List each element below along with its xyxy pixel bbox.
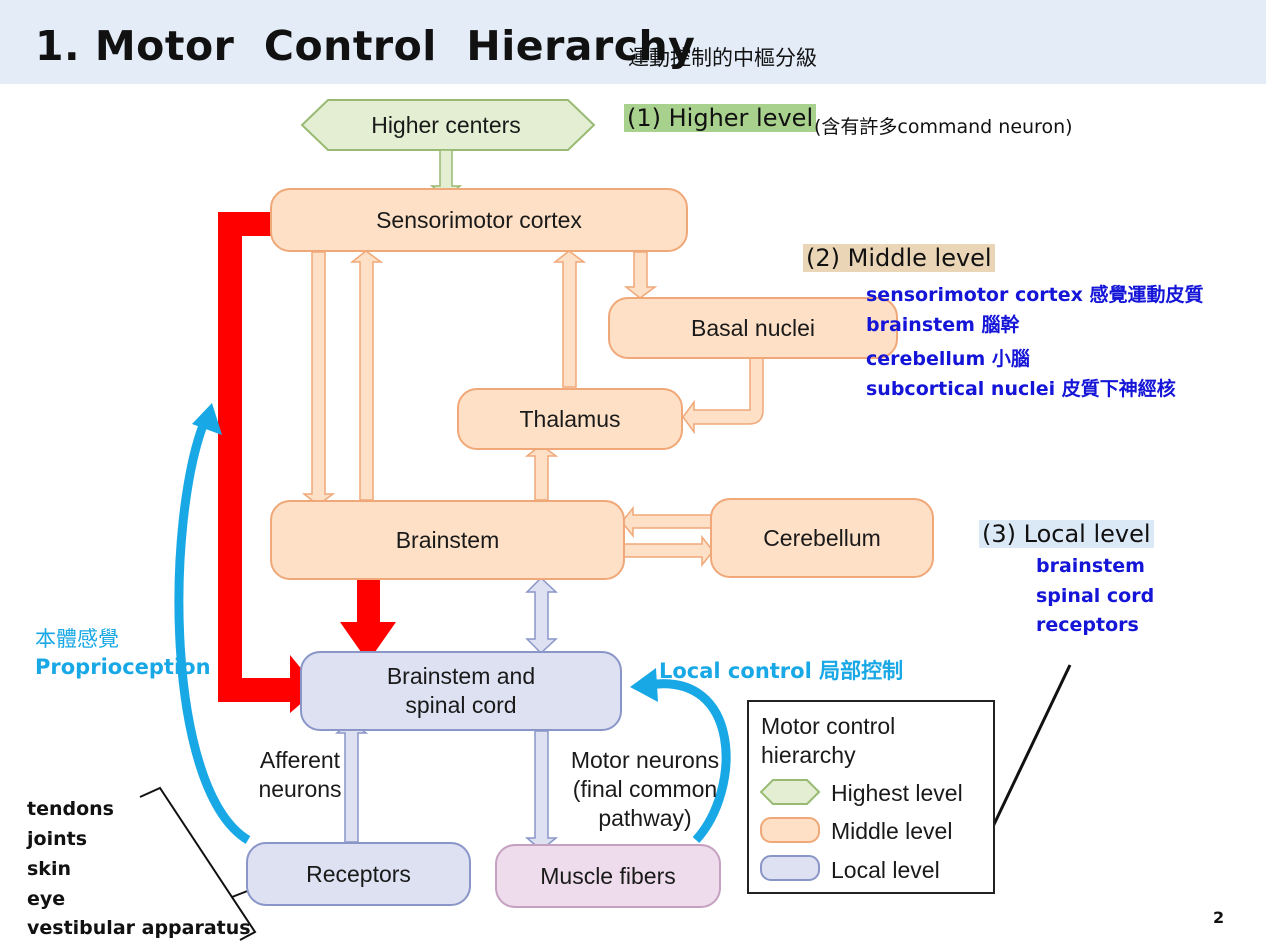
receptor-type-skin: skin xyxy=(27,858,71,880)
page-title: 1. Motor Control Hierarchy xyxy=(35,22,696,70)
local-level-item-1: brainstem xyxy=(1036,555,1145,577)
proprioception-zh: 本體感覺 xyxy=(35,627,119,651)
proprioception-arrow xyxy=(174,418,251,844)
brainstem-spinal-line2: spinal cord xyxy=(405,692,517,718)
arrow-motor-neurons xyxy=(524,730,559,851)
motor-neurons-label: Motor neurons (final common pathway) xyxy=(555,746,735,833)
middle-level-item-4: subcortical nuclei 皮質下神經核 xyxy=(866,378,1176,400)
box-brainstem-spinal-cord: Brainstem and spinal cord xyxy=(300,651,622,731)
motor-line1: Motor neurons xyxy=(570,747,720,773)
brainstem-spinal-line1: Brainstem and xyxy=(386,663,536,689)
higher-level-heading: (1) Higher level xyxy=(624,104,817,132)
receptor-type-joints: joints xyxy=(27,828,87,850)
proprioception-arrowhead xyxy=(192,403,222,435)
afferent-neurons-label: Afferent neurons xyxy=(240,746,360,804)
legend-item-local: Local level xyxy=(831,857,940,883)
proprioception-en: Proprioception xyxy=(35,655,211,679)
legend-swatch-local xyxy=(760,855,820,881)
higher-centers-shape xyxy=(300,99,596,151)
box-thalamus: Thalamus xyxy=(457,388,683,450)
red-arrow-brainstem-to-spinal xyxy=(340,576,396,662)
box-higher-centers: Higher centers xyxy=(371,112,521,138)
arrow-cortex-to-basal xyxy=(623,251,658,299)
legend-title: Motor control hierarchy xyxy=(761,712,895,770)
legend-item-middle: Middle level xyxy=(831,818,953,844)
arrow-cerebellum-to-brainstem xyxy=(621,505,712,539)
higher-level-note: (含有許多command neuron) xyxy=(814,116,1073,138)
arrow-thalamus-to-cortex xyxy=(552,250,587,388)
local-level-item-3: receptors xyxy=(1036,614,1139,636)
middle-level-item-1: sensorimotor cortex 感覺運動皮質 xyxy=(866,284,1204,306)
local-control-arrow xyxy=(647,679,731,844)
title-bar xyxy=(0,0,1266,84)
legend: Motor control hierarchy Highest level Mi… xyxy=(747,700,995,894)
red-arrow-cortex-to-spinal xyxy=(218,212,318,713)
legend-swatch-highest xyxy=(759,779,821,805)
box-receptors: Receptors xyxy=(246,842,471,906)
legend-title-line2: hierarchy xyxy=(761,742,856,768)
receptor-type-eye: eye xyxy=(27,888,66,910)
middle-level-item-2: brainstem 腦幹 xyxy=(866,314,1020,336)
local-control-arrowhead xyxy=(630,668,658,702)
box-sensorimotor-cortex: Sensorimotor cortex xyxy=(270,188,688,252)
page-number: 2 xyxy=(1213,908,1225,927)
arrow-brainstem-to-cortex xyxy=(349,250,384,501)
receptor-type-vestibular: vestibular apparatus xyxy=(27,917,251,939)
legend-swatch-middle xyxy=(760,817,820,843)
afferent-line1: Afferent xyxy=(259,747,341,773)
box-brainstem: Brainstem xyxy=(270,500,625,580)
arrow-brainstem-spinal-double xyxy=(525,576,558,655)
motor-line3: pathway) xyxy=(598,805,692,831)
local-level-item-2: spinal cord xyxy=(1036,585,1155,607)
receptor-bracket xyxy=(139,786,257,941)
legend-item-highest: Highest level xyxy=(831,780,963,806)
arrow-basal-to-thalamus xyxy=(682,357,764,435)
arrow-brainstem-to-cerebellum xyxy=(623,534,714,568)
legend-title-line1: Motor control xyxy=(761,713,896,739)
box-cerebellum: Cerebellum xyxy=(710,498,934,578)
motor-line2: (final common xyxy=(572,776,718,802)
page-subtitle: 運動控制的中樞分級 xyxy=(628,46,817,70)
middle-level-heading: (2) Middle level xyxy=(803,244,995,272)
arrow-brainstem-to-thalamus xyxy=(524,444,559,501)
afferent-line2: neurons xyxy=(258,776,342,802)
local-control-label: Local control 局部控制 xyxy=(659,659,904,683)
arrow-cortex-to-brainstem xyxy=(301,251,336,506)
box-muscle-fibers: Muscle fibers xyxy=(495,844,721,908)
middle-level-item-3: cerebellum 小腦 xyxy=(866,348,1030,370)
local-level-heading: (3) Local level xyxy=(979,520,1154,548)
receptor-type-tendons: tendons xyxy=(27,798,114,820)
legend-swatches xyxy=(759,779,821,881)
box-basal-nuclei: Basal nuclei xyxy=(608,297,898,359)
